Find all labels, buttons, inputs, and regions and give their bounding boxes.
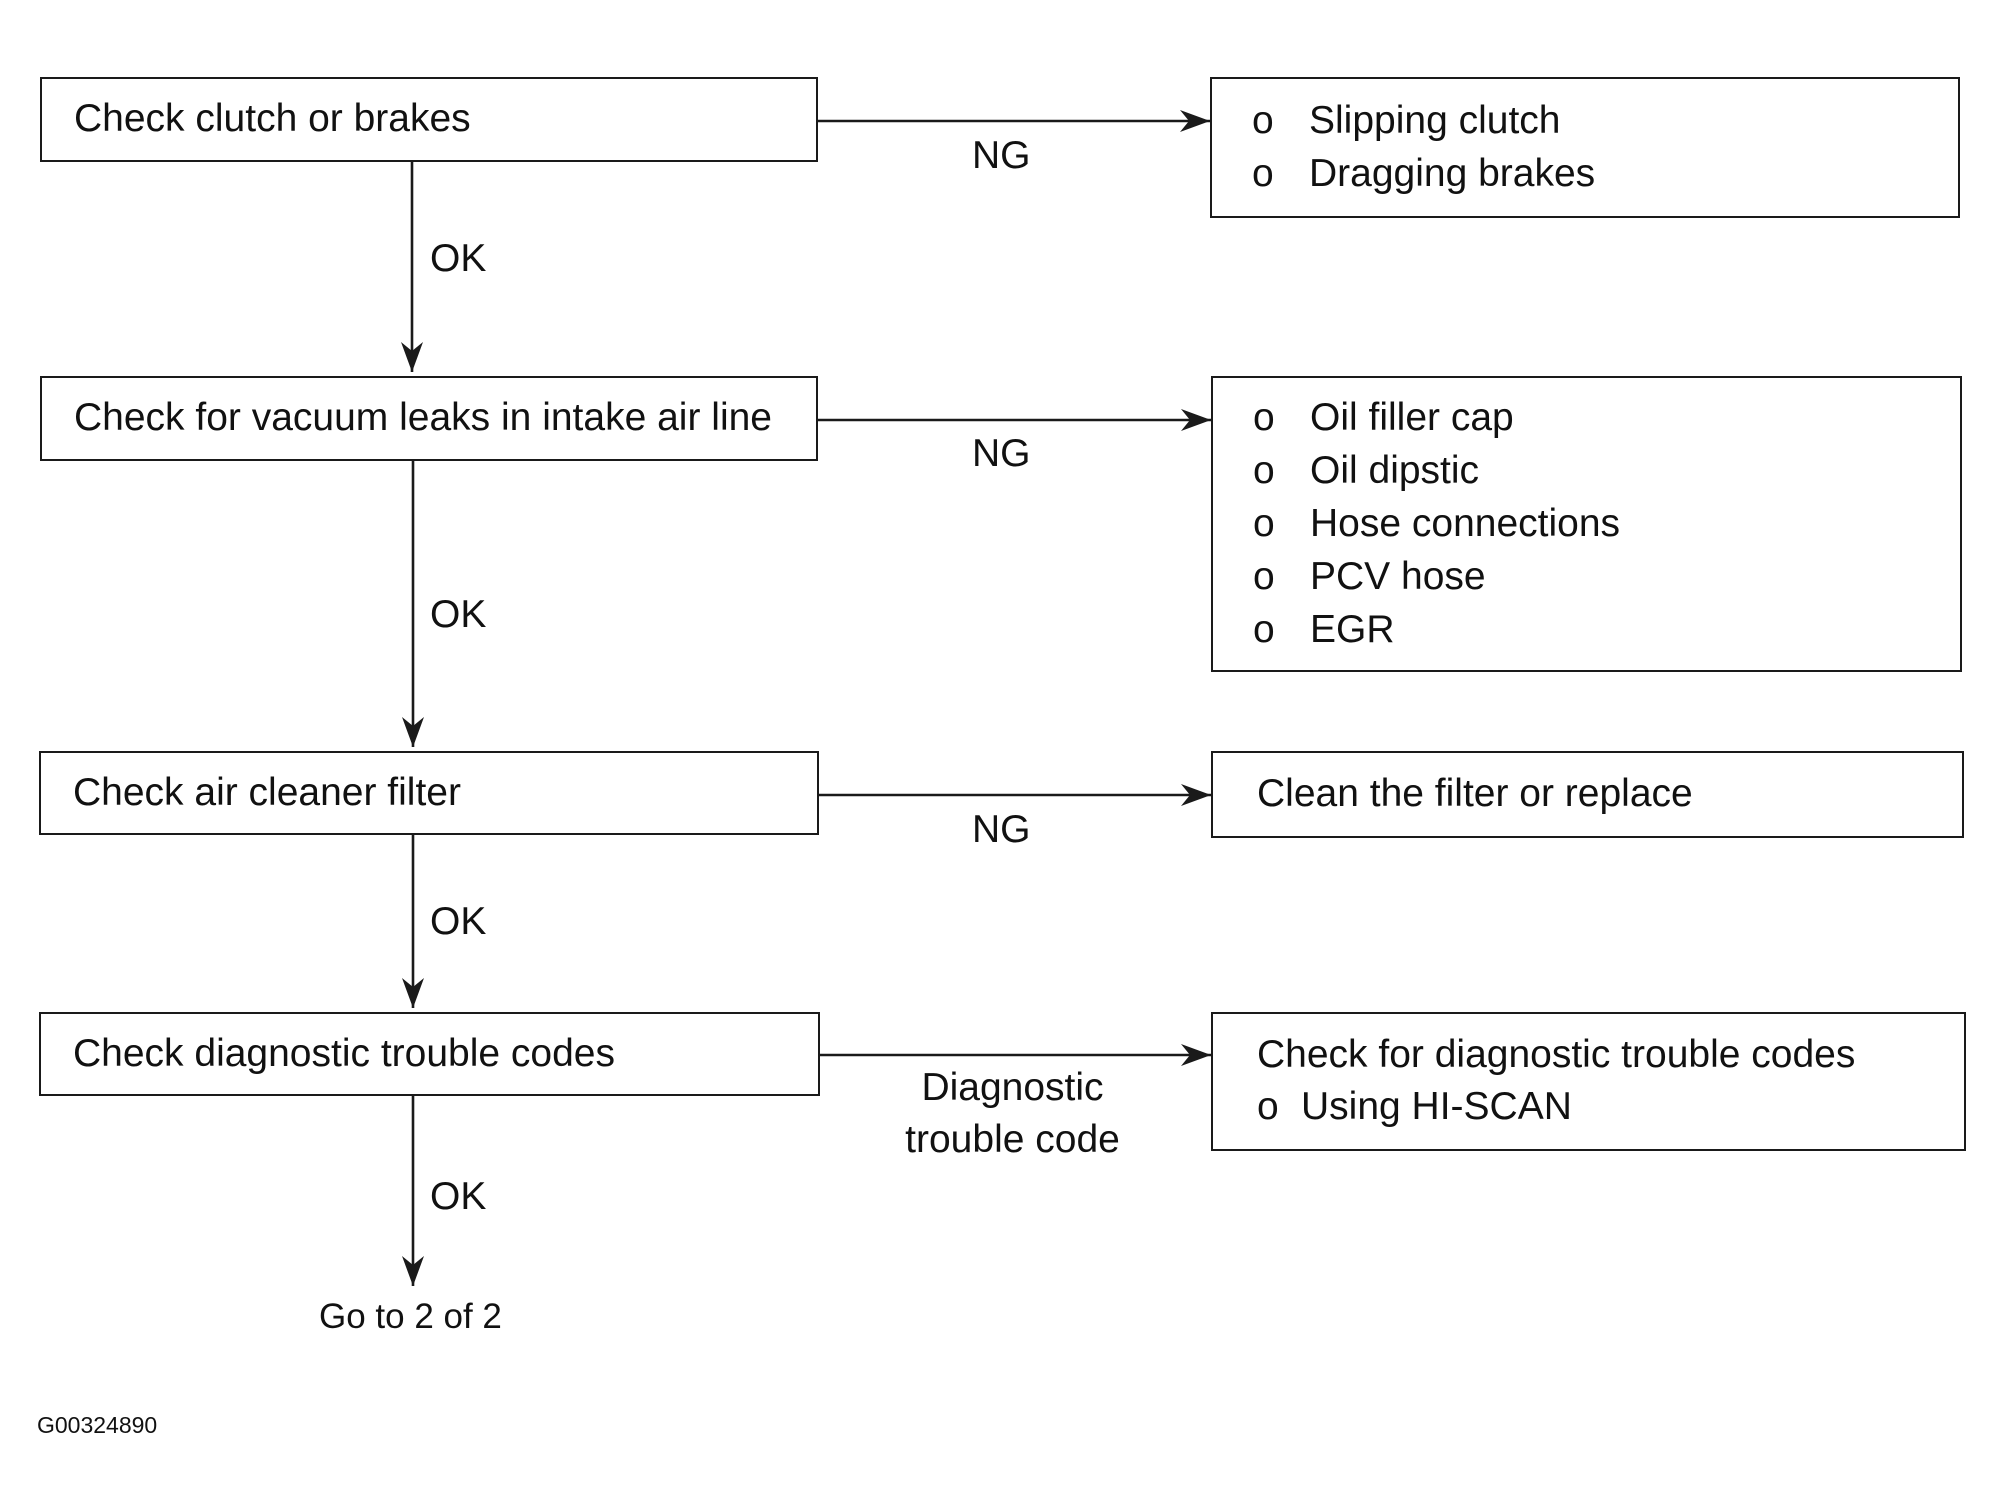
step-label: Check diagnostic trouble codes (73, 1032, 615, 1075)
dtc-connector-label: Diagnostic trouble code (880, 1068, 1145, 1160)
result-item-text: Oil filler cap (1310, 396, 1514, 439)
result-item-text: PCV hose (1310, 555, 1486, 598)
step-box-diagnostic-trouble-codes: Check diagnostic trouble codes (39, 1012, 820, 1096)
result-item-text: Dragging brakes (1309, 152, 1596, 195)
dtc-label-line-2: trouble code (905, 1118, 1120, 1161)
result-item-text: EGR (1310, 608, 1395, 651)
result-box-vacuum-leaks: o Oil filler cap o Oil dipstic o Hose co… (1211, 376, 1962, 672)
bullet: o (1257, 1085, 1279, 1128)
ok-label-3: OK (430, 900, 487, 943)
step-label: Check clutch or brakes (74, 97, 471, 140)
ng-label-1: NG (972, 134, 1031, 177)
result-box-diagnostic-trouble-codes: Check for diagnostic trouble codes o Usi… (1211, 1012, 1966, 1151)
bullet: o (1253, 449, 1275, 492)
figure-id: G00324890 (37, 1412, 158, 1438)
result-text: Clean the filter or replace (1257, 772, 1693, 815)
dtc-label-line-1: Diagnostic (921, 1066, 1104, 1109)
step-label: Check air cleaner filter (73, 771, 461, 814)
result-title: Check for diagnostic trouble codes (1257, 1033, 1856, 1076)
bullet: o (1253, 555, 1275, 598)
result-item-text: Oil dipstic (1310, 449, 1480, 492)
result-item-text: Hose connections (1310, 502, 1621, 545)
result-item-text: Using HI-SCAN (1301, 1085, 1572, 1128)
step-box-air-cleaner-filter: Check air cleaner filter (39, 751, 819, 835)
ok-label-2: OK (430, 593, 487, 636)
step-box-vacuum-leaks: Check for vacuum leaks in intake air lin… (40, 376, 818, 461)
ng-label-3: NG (972, 808, 1031, 851)
result-item-text: Slipping clutch (1309, 99, 1561, 142)
step-box-clutch-brakes: Check clutch or brakes (40, 77, 818, 162)
bullet: o (1252, 152, 1274, 195)
bullet: o (1253, 502, 1275, 545)
result-box-air-cleaner-filter: Clean the filter or replace (1211, 751, 1964, 838)
bullet: o (1253, 396, 1275, 439)
result-box-clutch-brakes: o Slipping clutch o Dragging brakes (1210, 77, 1960, 218)
step-label: Check for vacuum leaks in intake air lin… (74, 396, 772, 439)
bullet: o (1253, 608, 1275, 651)
ng-label-2: NG (972, 432, 1031, 475)
bullet: o (1252, 99, 1274, 142)
next-page-reference: Go to 2 of 2 (319, 1297, 502, 1336)
ok-label-4: OK (430, 1175, 487, 1218)
ok-label-1: OK (430, 237, 487, 280)
